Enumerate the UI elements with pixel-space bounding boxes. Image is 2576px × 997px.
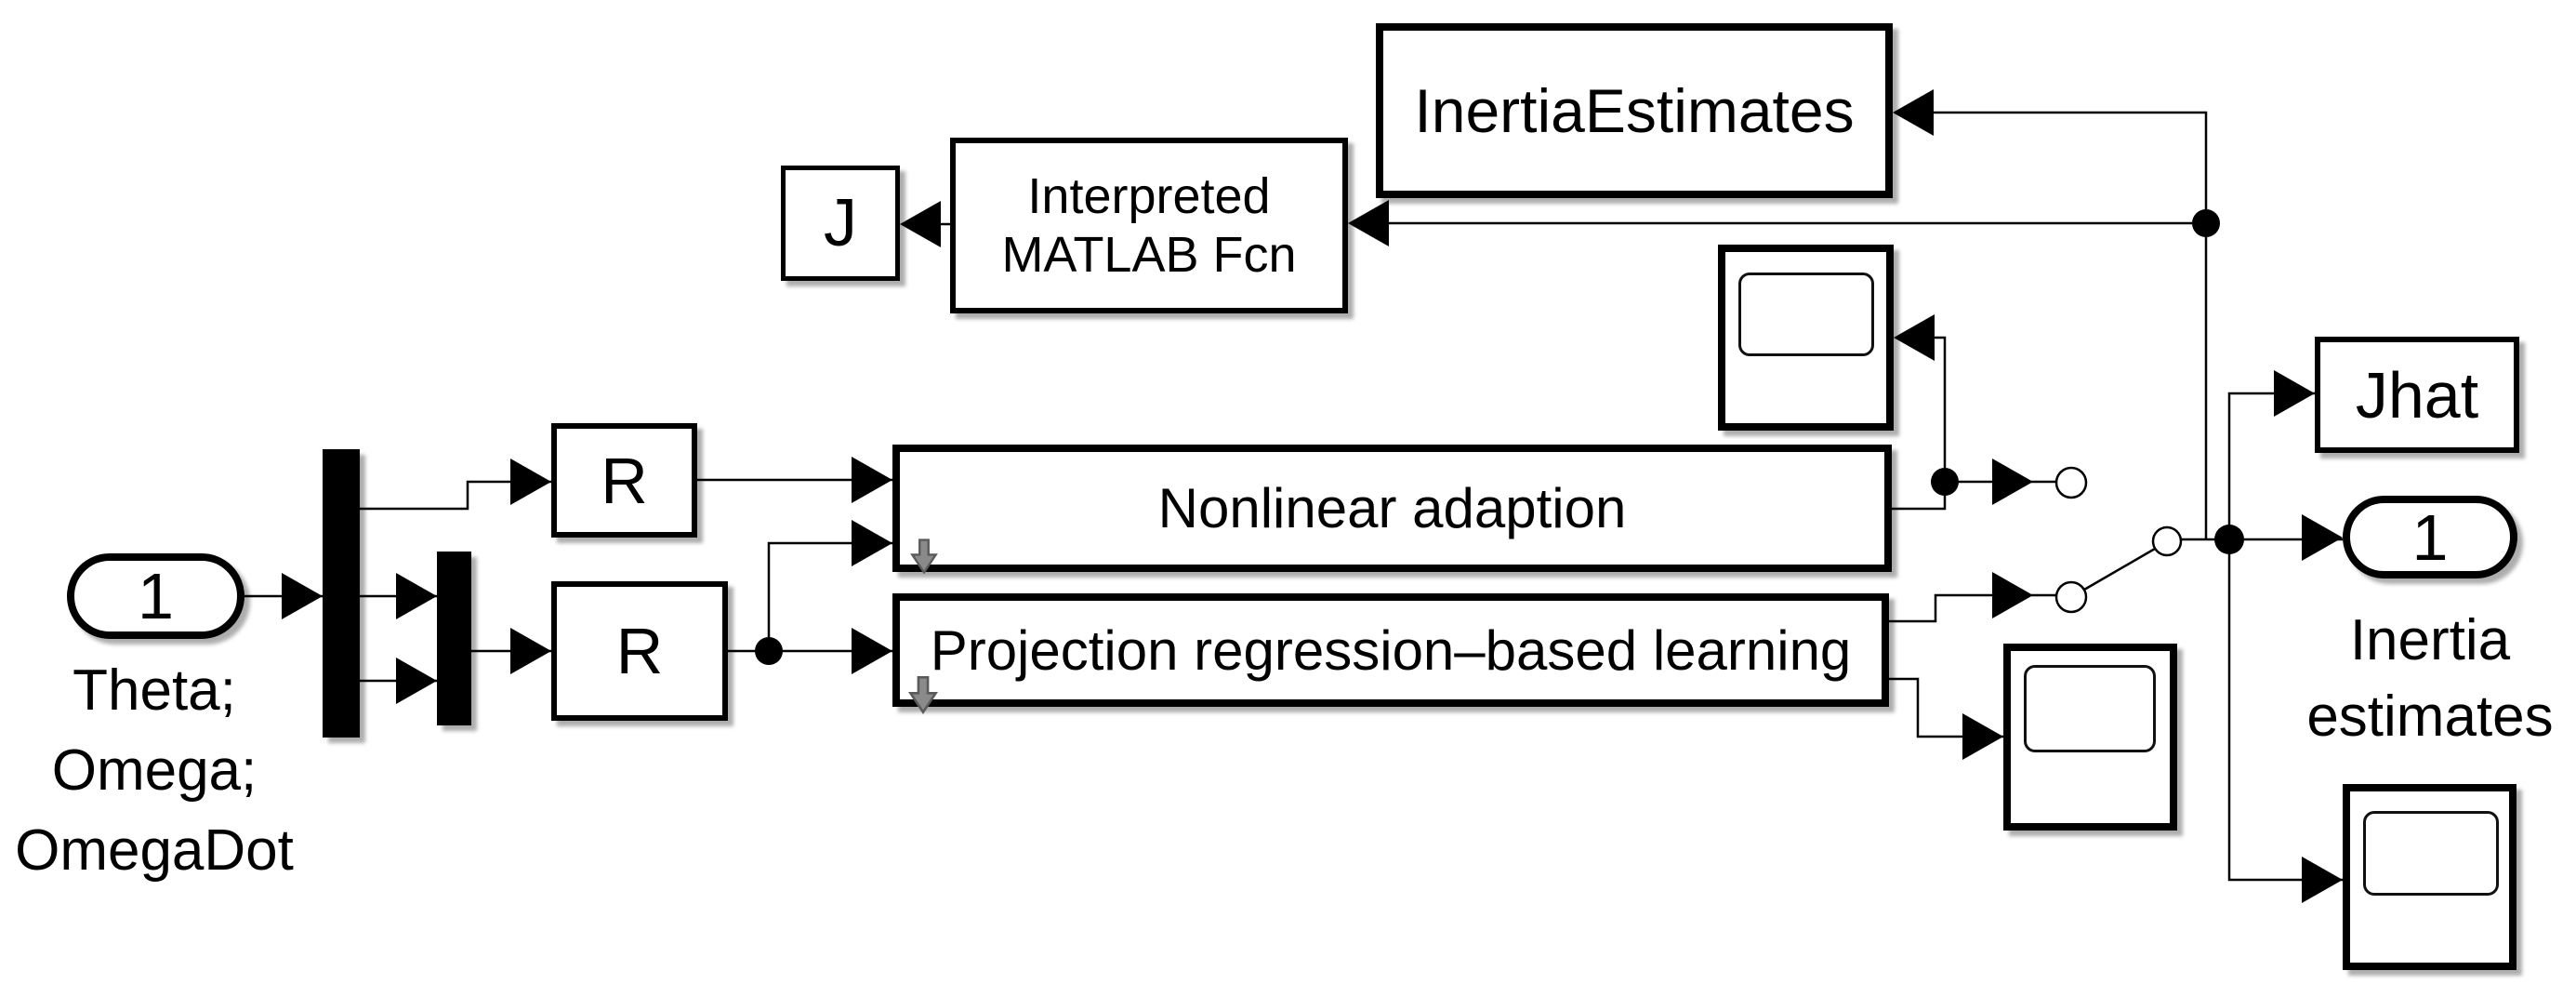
switch-port-out[interactable] (2151, 525, 2183, 557)
junction-dot (755, 637, 783, 665)
inport-signal-label: Theta; Omega; OmegaDot (15, 658, 294, 883)
arrowhead (852, 520, 892, 566)
switch-port-top[interactable] (2054, 466, 2088, 499)
projection-learning-label: Projection regression–based learning (930, 618, 1852, 682)
arrowhead (1992, 572, 2033, 618)
arrowhead-left (1348, 200, 1389, 246)
inport-block[interactable]: 1 (67, 553, 244, 639)
arrowhead (510, 628, 551, 674)
manual-switch-lever[interactable] (2083, 547, 2156, 592)
wire-nonlinear-to-switch-top (1892, 480, 2056, 511)
switch-port-bottom[interactable] (2054, 580, 2088, 614)
arrowhead-left (900, 201, 941, 247)
arrowhead (396, 658, 437, 704)
arrowhead (1962, 713, 2003, 760)
arrowhead (2274, 370, 2315, 417)
scope-screen-icon (2024, 665, 2156, 752)
wire-projection-to-switch-bottom (1889, 593, 2056, 623)
reshape-bottom-block[interactable]: R (551, 581, 728, 721)
wire-branch-to-scope1 (1896, 336, 1947, 482)
arrowhead-left (1893, 89, 1934, 136)
scope-screen-icon (2363, 811, 2499, 896)
scope-screen-icon (1738, 273, 1874, 356)
nonlinear-adaption-label: Nonlinear adaption (1157, 477, 1627, 539)
inertia-estimates-workspace-label: InertiaEstimates (1414, 76, 1855, 145)
wire-demux-to-reshape-top (360, 480, 551, 511)
jhat-label: Jhat (2355, 358, 2479, 432)
junction-dot (2214, 525, 2244, 554)
reshape-top-label: R (601, 444, 648, 517)
scope-block-1[interactable] (1718, 245, 1894, 431)
scope-block-2[interactable] (2003, 644, 2177, 831)
display-j-label: J (824, 186, 857, 260)
arrowhead (852, 457, 892, 503)
arrowhead (396, 573, 437, 619)
junction-dot (1931, 468, 1959, 496)
mux-bar[interactable] (437, 552, 471, 725)
arrowhead (510, 459, 551, 505)
display-j-block[interactable]: J (781, 166, 900, 281)
wire-branch-to-nonlinear-in2 (767, 541, 892, 651)
arrowhead (1992, 459, 2033, 505)
outport-signal-label: Inertia estimates (2306, 608, 2554, 749)
wire-projection-to-scope2 (1889, 677, 2003, 738)
reshape-top-block[interactable]: R (551, 423, 697, 538)
arrowhead-left (1894, 314, 1935, 361)
down-arrow-badge-icon (910, 538, 938, 574)
arrowhead (2302, 857, 2343, 903)
scope-block-3[interactable] (2343, 784, 2517, 970)
interpreted-matlab-fcn-label: Interpreted MATLAB Fcn (1001, 167, 1297, 283)
projection-learning-subsystem[interactable]: Projection regression–based learning (892, 593, 1889, 714)
jhat-block[interactable]: Jhat (2315, 337, 2519, 453)
arrowhead (282, 573, 323, 619)
down-arrow-badge-icon (908, 676, 938, 714)
inport-number: 1 (138, 560, 174, 632)
inertia-estimates-workspace-block[interactable]: InertiaEstimates (1376, 23, 1893, 198)
nonlinear-adaption-subsystem[interactable]: Nonlinear adaption (892, 445, 1892, 574)
arrowhead (2302, 514, 2343, 561)
wire-feedback-to-inertiaestimates (1896, 111, 2208, 539)
arrowhead (852, 628, 892, 674)
junction-dot (2192, 209, 2220, 237)
reshape-bottom-label: R (615, 615, 664, 687)
interpreted-matlab-fcn-block[interactable]: Interpreted MATLAB Fcn (950, 138, 1348, 313)
outport-block[interactable]: 1 (2343, 496, 2517, 578)
demux-bar[interactable] (323, 449, 360, 738)
outport-number: 1 (2411, 500, 2449, 574)
